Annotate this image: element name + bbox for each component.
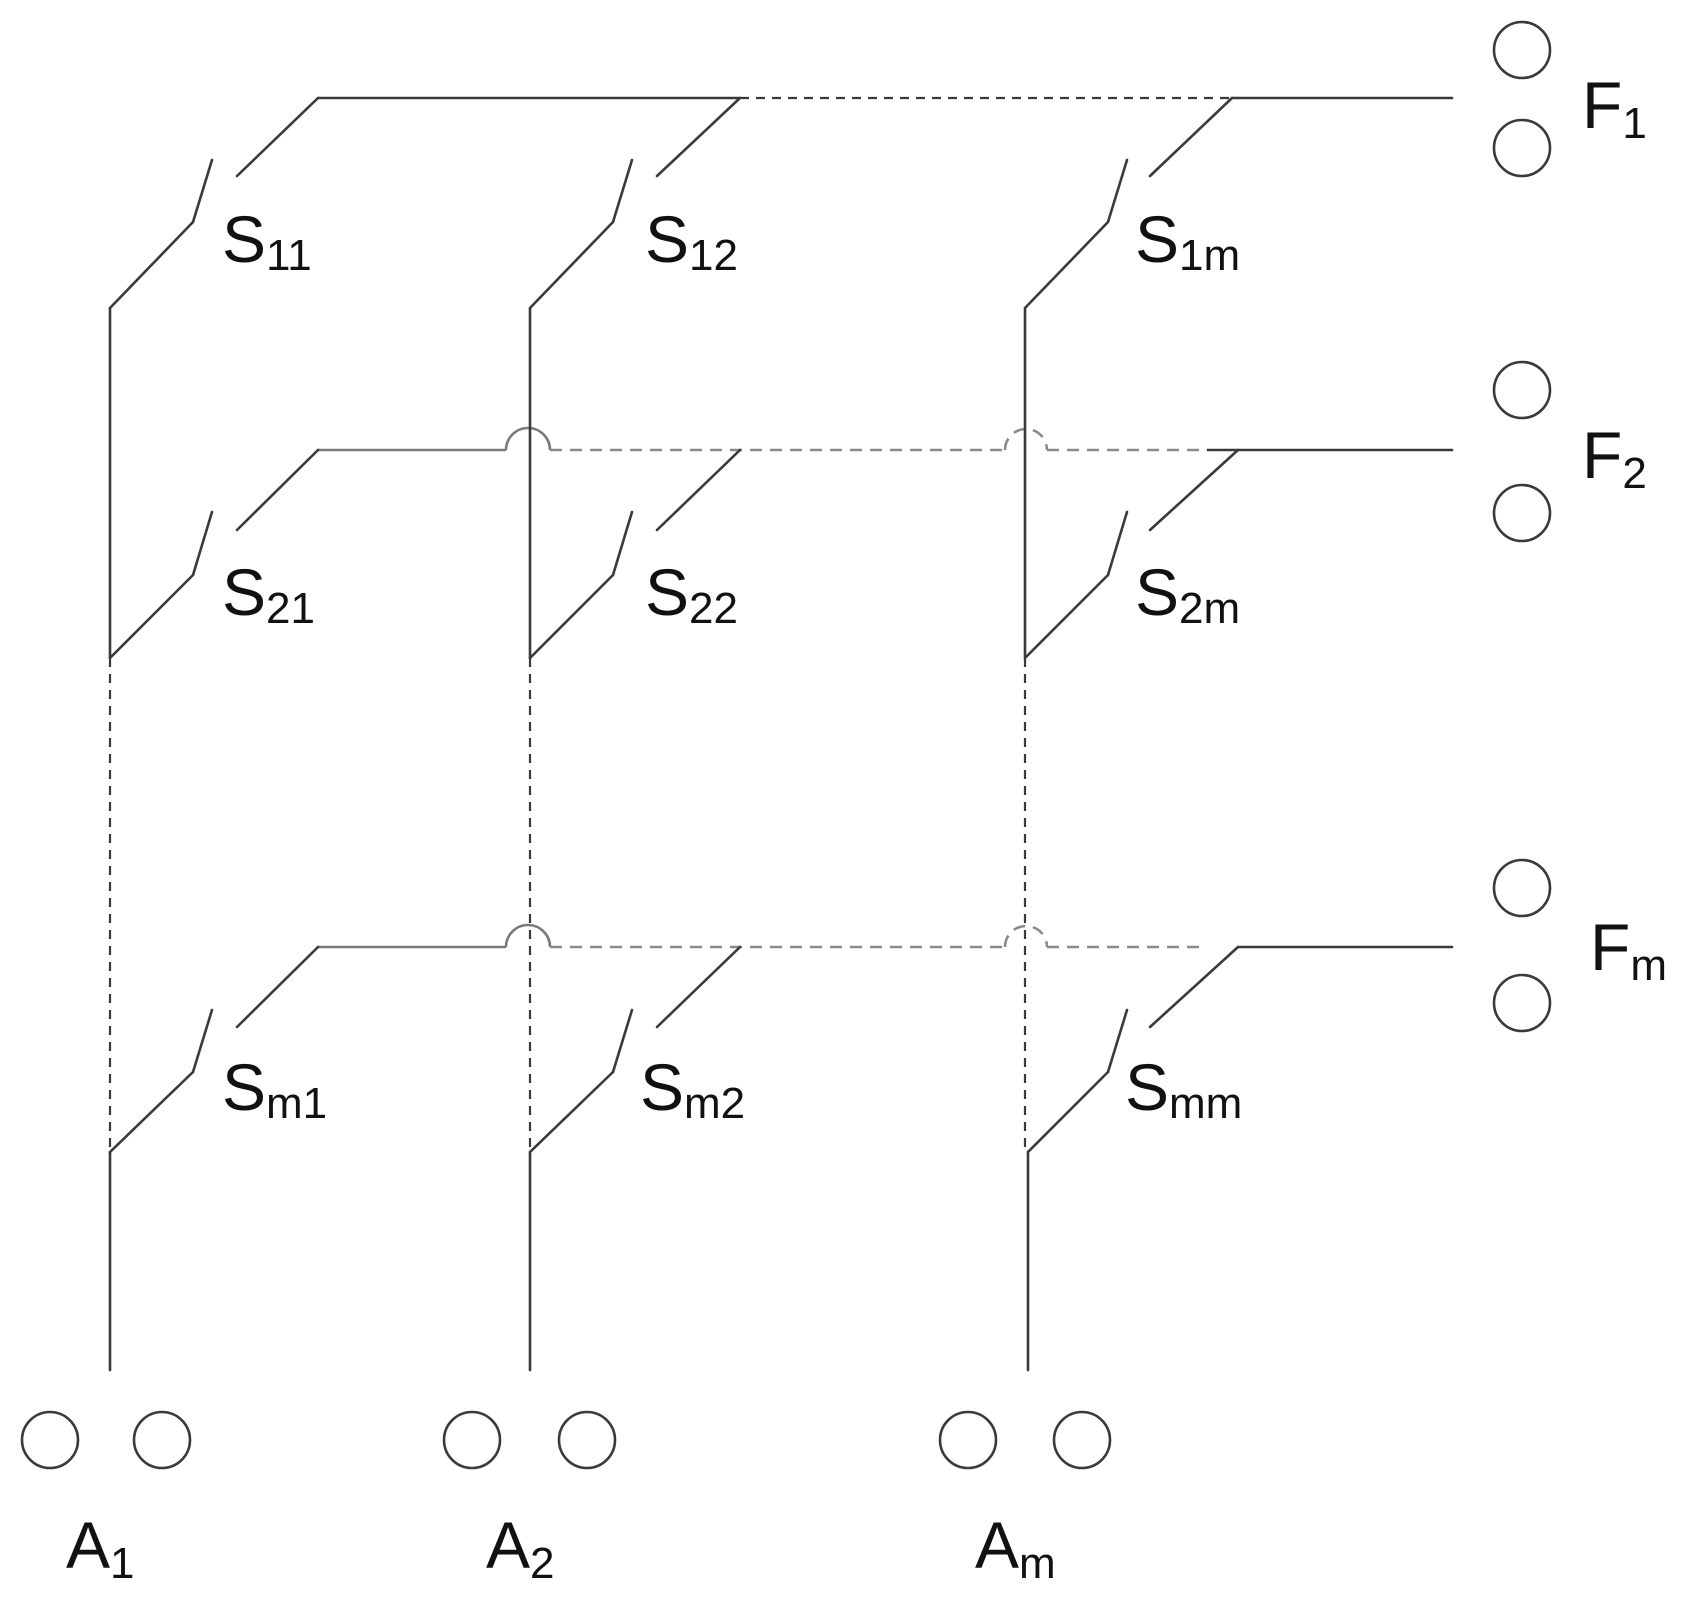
switch-sm2-symbol xyxy=(528,945,742,1154)
column-label-a2: A2 xyxy=(486,1508,555,1588)
switch-s22-symbol xyxy=(528,448,742,660)
column-label-a1: A1 xyxy=(66,1508,135,1588)
row-label-fm: Fm xyxy=(1590,910,1667,990)
terminal-f1-top xyxy=(1492,20,1552,80)
switch-s12-symbol xyxy=(528,96,742,310)
terminal-f2-top xyxy=(1492,360,1552,420)
terminal-am-left xyxy=(938,1410,998,1470)
switch-label-sm1: Sm1 xyxy=(222,1050,327,1128)
switch-label-sm2: Sm2 xyxy=(640,1050,745,1128)
column-label-am: Am xyxy=(975,1508,1056,1588)
terminal-a1-right xyxy=(132,1410,192,1470)
terminal-fm-bottom xyxy=(1492,973,1552,1033)
terminal-a2-right xyxy=(557,1410,617,1470)
switch-label-s1m: S1m xyxy=(1135,202,1240,280)
switch-s2m-symbol xyxy=(1023,448,1240,660)
terminal-a1-left xyxy=(20,1410,80,1470)
terminal-a2-left xyxy=(442,1410,502,1470)
row-bus-fm xyxy=(318,923,1454,949)
switch-label-s22: S22 xyxy=(645,555,738,633)
switch-label-s12: S12 xyxy=(645,202,738,280)
row-label-f1: F1 xyxy=(1582,68,1647,148)
switch-label-s11: S11 xyxy=(222,202,312,280)
switch-label-s21: S21 xyxy=(222,555,315,633)
column-bus-am xyxy=(1023,306,1030,1372)
switch-s21-symbol xyxy=(108,448,320,660)
switch-s1m-symbol xyxy=(1023,96,1234,310)
terminal-fm-top xyxy=(1492,858,1552,918)
row-bus-f2 xyxy=(318,426,1454,452)
switch-label-smm: Smm xyxy=(1125,1050,1242,1128)
switch-s11-symbol xyxy=(108,96,320,310)
switch-smm-symbol xyxy=(1026,945,1240,1154)
terminal-f1-bottom xyxy=(1492,118,1552,178)
row-label-f2: F2 xyxy=(1582,418,1647,498)
switch-label-s2m: S2m xyxy=(1135,555,1240,633)
terminal-am-right xyxy=(1052,1410,1112,1470)
terminal-f2-bottom xyxy=(1492,483,1552,543)
switch-sm1-symbol xyxy=(108,945,320,1154)
